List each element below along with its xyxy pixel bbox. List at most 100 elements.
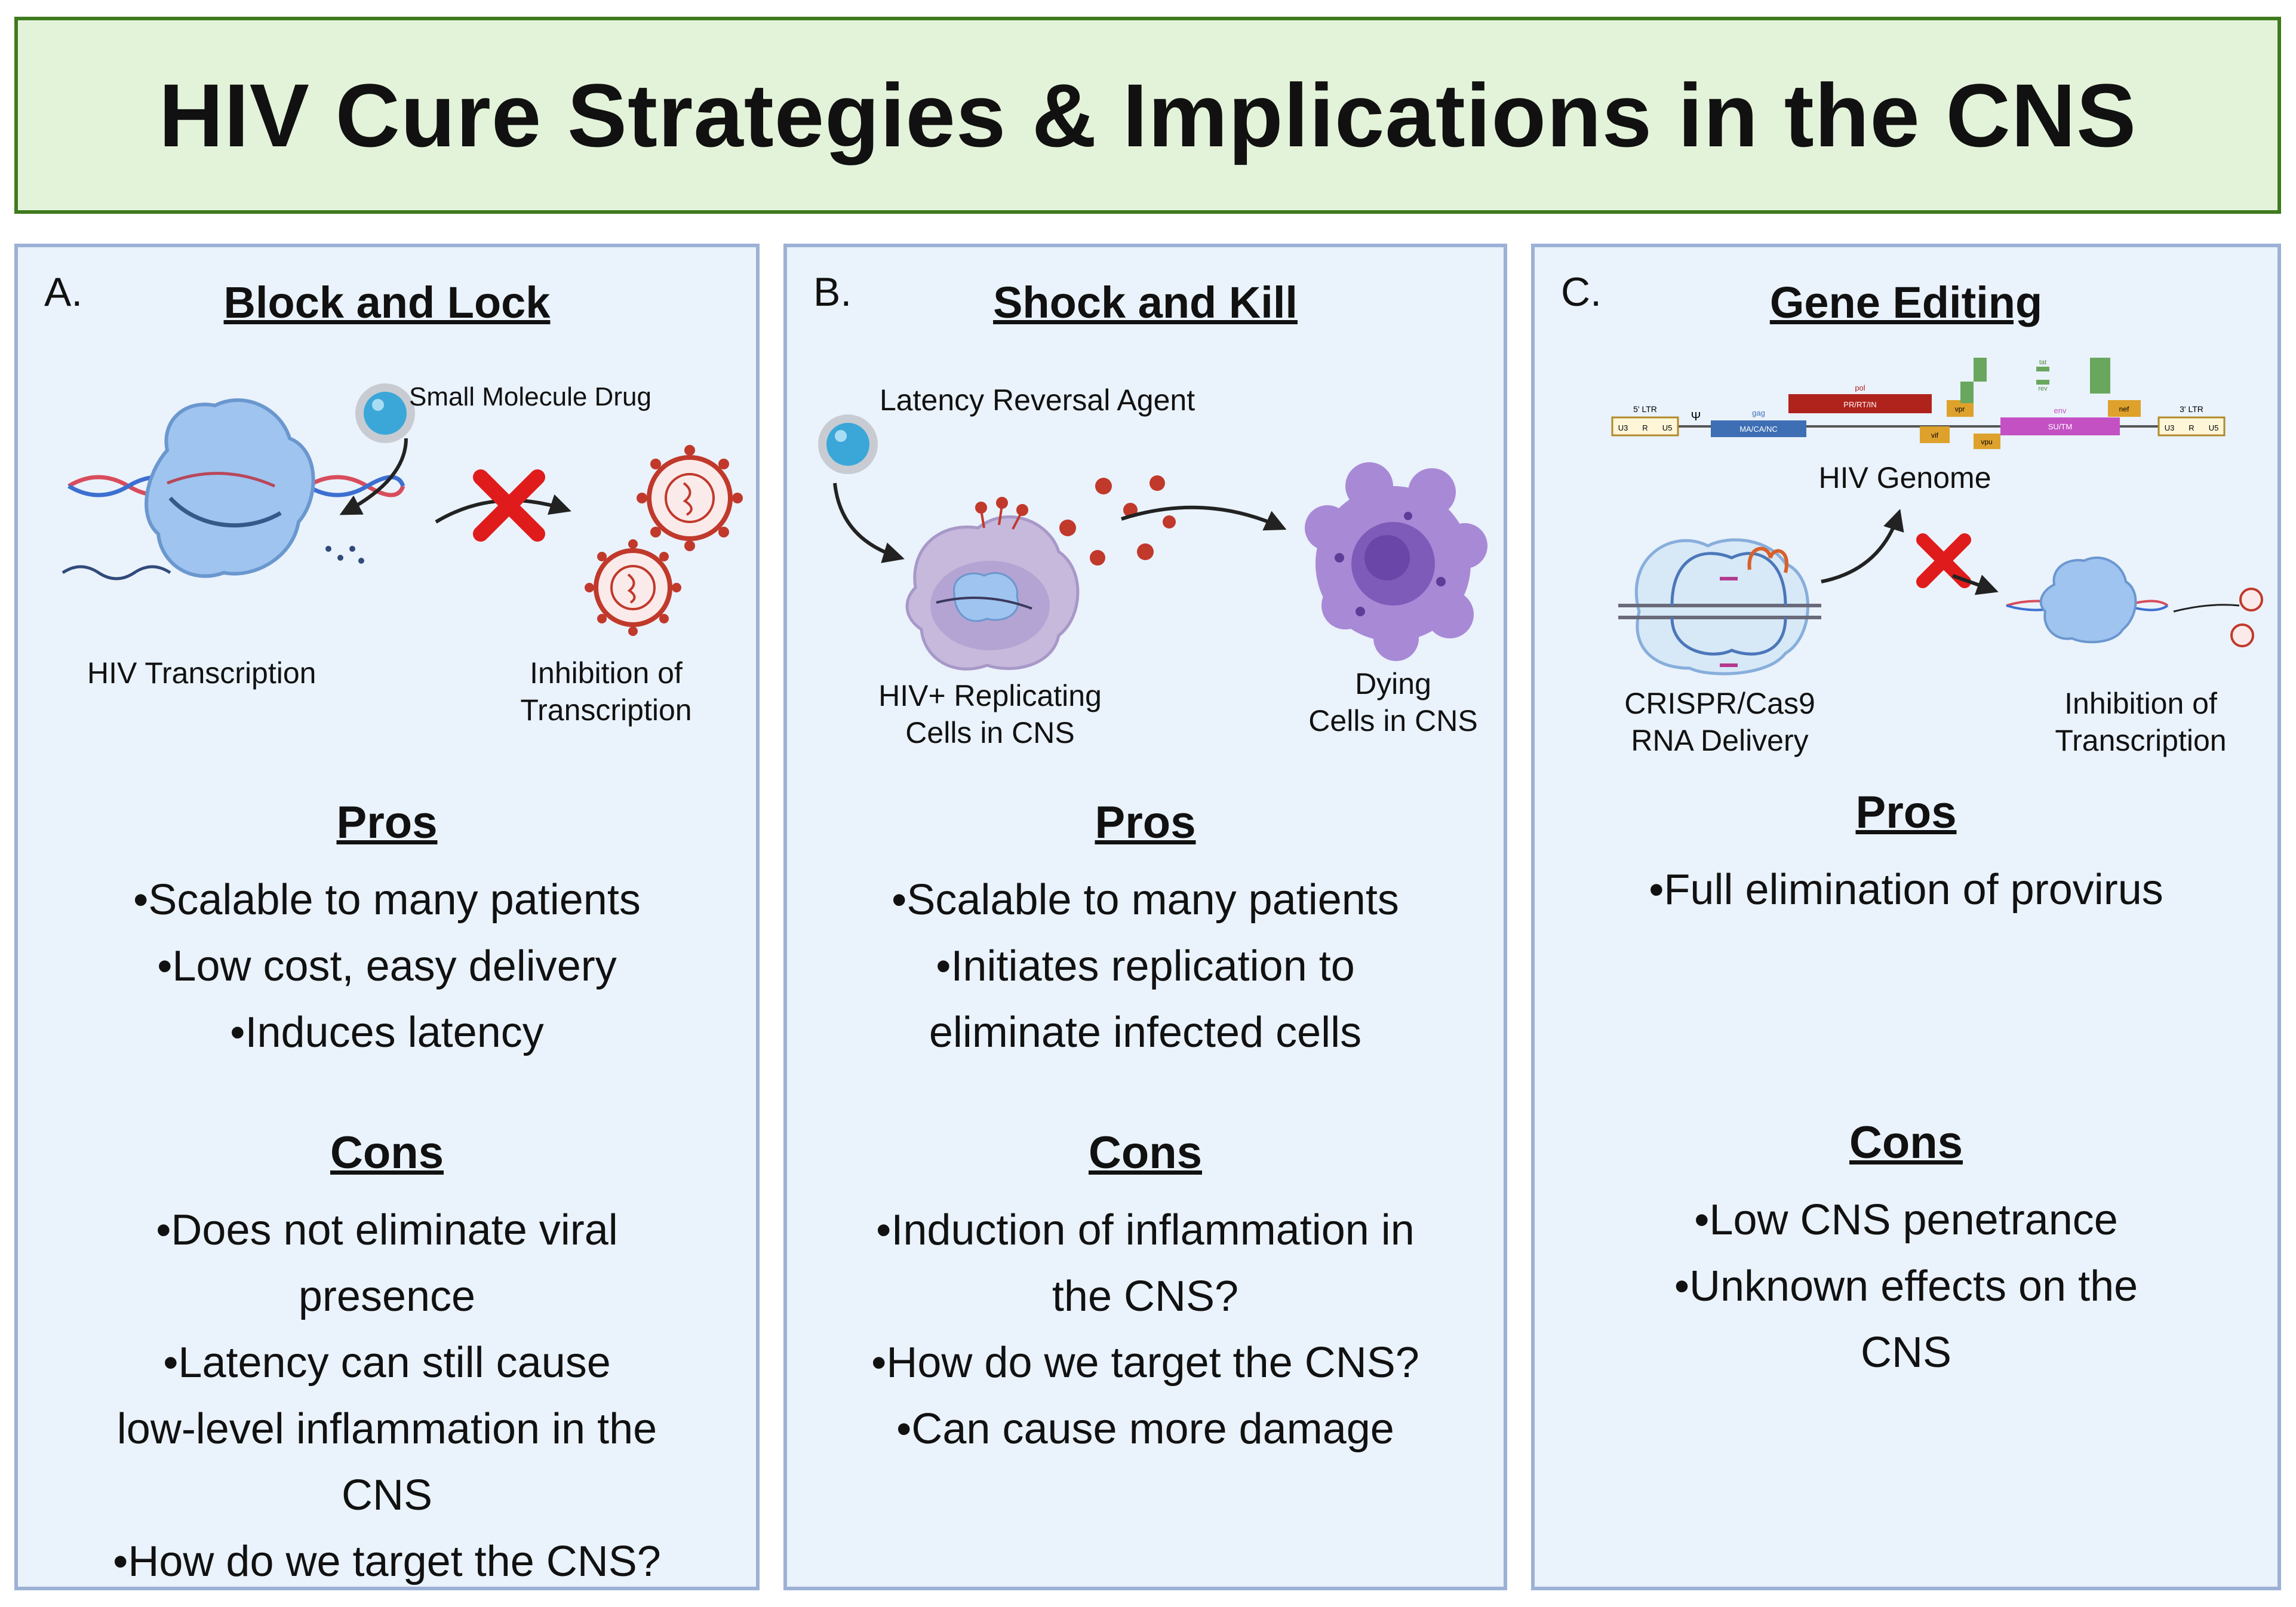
panel-gene-editing: C. Gene Editing 5' LTR 3' LTR U3 R U5 U3…	[1531, 244, 2281, 1590]
small-molecule-drug-icon	[355, 383, 415, 443]
label-small-molecule-drug: Small Molecule Drug	[409, 382, 651, 411]
u5-label: U5	[1662, 423, 1673, 432]
cons-item: •Induction of inflammation in	[876, 1206, 1415, 1254]
u3-label: U3	[1618, 423, 1628, 432]
cons-item: CNS	[341, 1471, 432, 1519]
red-x-icon	[473, 469, 545, 542]
gag-label: gag	[1752, 408, 1765, 417]
env-block-label: SU/TM	[2048, 422, 2072, 431]
pol-label: pol	[1855, 383, 1865, 392]
latency-reversal-agent-icon	[818, 414, 878, 474]
gag-block-label: MA/CA/NC	[1739, 425, 1778, 434]
gene-editing-illustration: 5' LTR 3' LTR U3 R U5 U3 R U5 Ψ gag MA/C…	[1611, 358, 2263, 675]
crispr-cas9-vesicle-icon	[1618, 538, 1821, 675]
cons-item: presence	[298, 1273, 476, 1320]
label-inhibition-1: Inhibition of	[530, 656, 683, 690]
cons-heading: Cons	[330, 1127, 444, 1178]
label-dying-1: Dying	[1355, 667, 1431, 700]
inhibited-transcription-icon	[2006, 557, 2263, 647]
pros-item: •Full elimination of provirus	[1649, 866, 2163, 914]
r-label: R	[2189, 423, 2194, 432]
label-replicating-2: Cells in CNS	[905, 716, 1075, 749]
cons-item: low-level inflammation in the	[116, 1405, 657, 1453]
cons-list: •Low CNS penetrance •Unknown effects on …	[1553, 1187, 2260, 1386]
pros-heading: Pros	[336, 797, 438, 848]
cons-item: •Unknown effects on the	[1674, 1262, 2138, 1310]
cons-item: •Does not eliminate viral	[156, 1206, 618, 1254]
inhibition-arrow	[1951, 574, 1999, 595]
panel-title: Block and Lock	[223, 278, 551, 327]
cons-heading: Cons	[1089, 1127, 1202, 1178]
pros-heading: Pros	[1855, 787, 1957, 838]
label-dying-2: Cells in CNS	[1308, 704, 1478, 738]
infected-cell-icon	[905, 497, 1080, 671]
env-label: env	[2054, 406, 2067, 415]
red-x-icon	[1916, 533, 1971, 588]
pros-item: •Induces latency	[230, 1009, 544, 1056]
panel-letter: B.	[813, 269, 852, 315]
cons-list: •Does not eliminate viral presence •Late…	[36, 1197, 738, 1595]
panel-title: Shock and Kill	[993, 278, 1298, 327]
u3-label: U3	[2165, 423, 2175, 432]
panel-title: Gene Editing	[1769, 278, 2043, 327]
pros-item: •Initiates replication to	[936, 942, 1355, 990]
figure-title: HIV Cure Strategies & Implications in th…	[158, 64, 2137, 165]
label-crispr-1: CRISPR/Cas9	[1624, 687, 1815, 720]
pros-list: •Full elimination of provirus	[1553, 857, 2260, 923]
molecule-dots	[325, 546, 364, 564]
label-replicating-1: HIV+ Replicating	[878, 679, 1102, 712]
pros-heading: Pros	[1095, 797, 1196, 848]
cons-item: •Latency can still cause	[163, 1339, 611, 1387]
block-and-lock-illustration	[62, 383, 743, 636]
released-virus-icons	[1059, 475, 1176, 566]
label-hiv-transcription: HIV Transcription	[87, 656, 316, 690]
label-crispr-2: RNA Delivery	[1631, 724, 1809, 757]
cons-list: •Induction of inflammation in the CNS? •…	[805, 1197, 1486, 1462]
cons-item: •How do we target the CNS?	[113, 1538, 661, 1586]
pros-item: •Scalable to many patients	[892, 876, 1399, 924]
pros-list: •Scalable to many patients •Low cost, ea…	[36, 867, 738, 1066]
panel-letter: C.	[1561, 269, 1602, 315]
nef-label: nef	[2119, 405, 2129, 413]
label-hiv-genome: HIV Genome	[1818, 461, 1991, 494]
panel-block-and-lock: A. Block and Lock	[14, 244, 760, 1590]
label-inhibition-1: Inhibition of	[2064, 687, 2217, 720]
tat-label: tat	[2039, 359, 2046, 366]
vpr-label: vpr	[1955, 405, 1965, 413]
genome-target-arrow	[1821, 509, 1904, 583]
cons-item: •How do we target the CNS?	[871, 1339, 1419, 1387]
pros-list: •Scalable to many patients •Initiates re…	[805, 867, 1486, 1066]
cons-item: CNS	[1860, 1329, 1951, 1376]
pol-block-label: PR/RT/IN	[1843, 400, 1876, 409]
cons-heading: Cons	[1849, 1117, 1963, 1168]
pros-item: •Low cost, easy delivery	[157, 942, 617, 990]
drug-binding-arrow	[339, 438, 408, 515]
ltr5-label: 5' LTR	[1633, 404, 1657, 414]
virus-particle-icon	[585, 539, 681, 636]
rna-polymerase-icon	[145, 398, 315, 578]
cons-item: •Can cause more damage	[896, 1405, 1394, 1453]
label-inhibition-2: Transcription	[2055, 724, 2227, 757]
cell-death-arrow	[1121, 505, 1287, 531]
dying-cell-icon	[1305, 462, 1487, 661]
virus-particle-icon	[637, 445, 743, 551]
vif-label: vif	[1931, 431, 1939, 440]
ltr3-label: 3' LTR	[2180, 404, 2203, 414]
r-label: R	[1642, 423, 1648, 432]
u5-label: U5	[2209, 423, 2219, 432]
cons-item: the CNS?	[1052, 1273, 1239, 1320]
hiv-genome-map: 5' LTR 3' LTR U3 R U5 U3 R U5 Ψ gag MA/C…	[1611, 358, 2226, 449]
vpu-label: vpu	[1981, 438, 1992, 446]
label-latency-reversal-agent: Latency Reversal Agent	[880, 383, 1195, 417]
agent-arrow	[833, 483, 905, 563]
rev-label: rev	[2038, 385, 2048, 392]
label-inhibition-2: Transcription	[520, 693, 692, 727]
pros-item: •Scalable to many patients	[133, 876, 641, 924]
panel-letter: A.	[44, 269, 83, 315]
pros-item: eliminate infected cells	[929, 1009, 1362, 1056]
cons-item: •Low CNS penetrance	[1694, 1196, 2118, 1244]
title-banner: HIV Cure Strategies & Implications in th…	[14, 17, 2281, 214]
panel-shock-and-kill: B. Shock and Kill	[783, 244, 1507, 1590]
psi-label: Ψ	[1691, 410, 1701, 423]
shock-and-kill-illustration	[818, 414, 1487, 671]
